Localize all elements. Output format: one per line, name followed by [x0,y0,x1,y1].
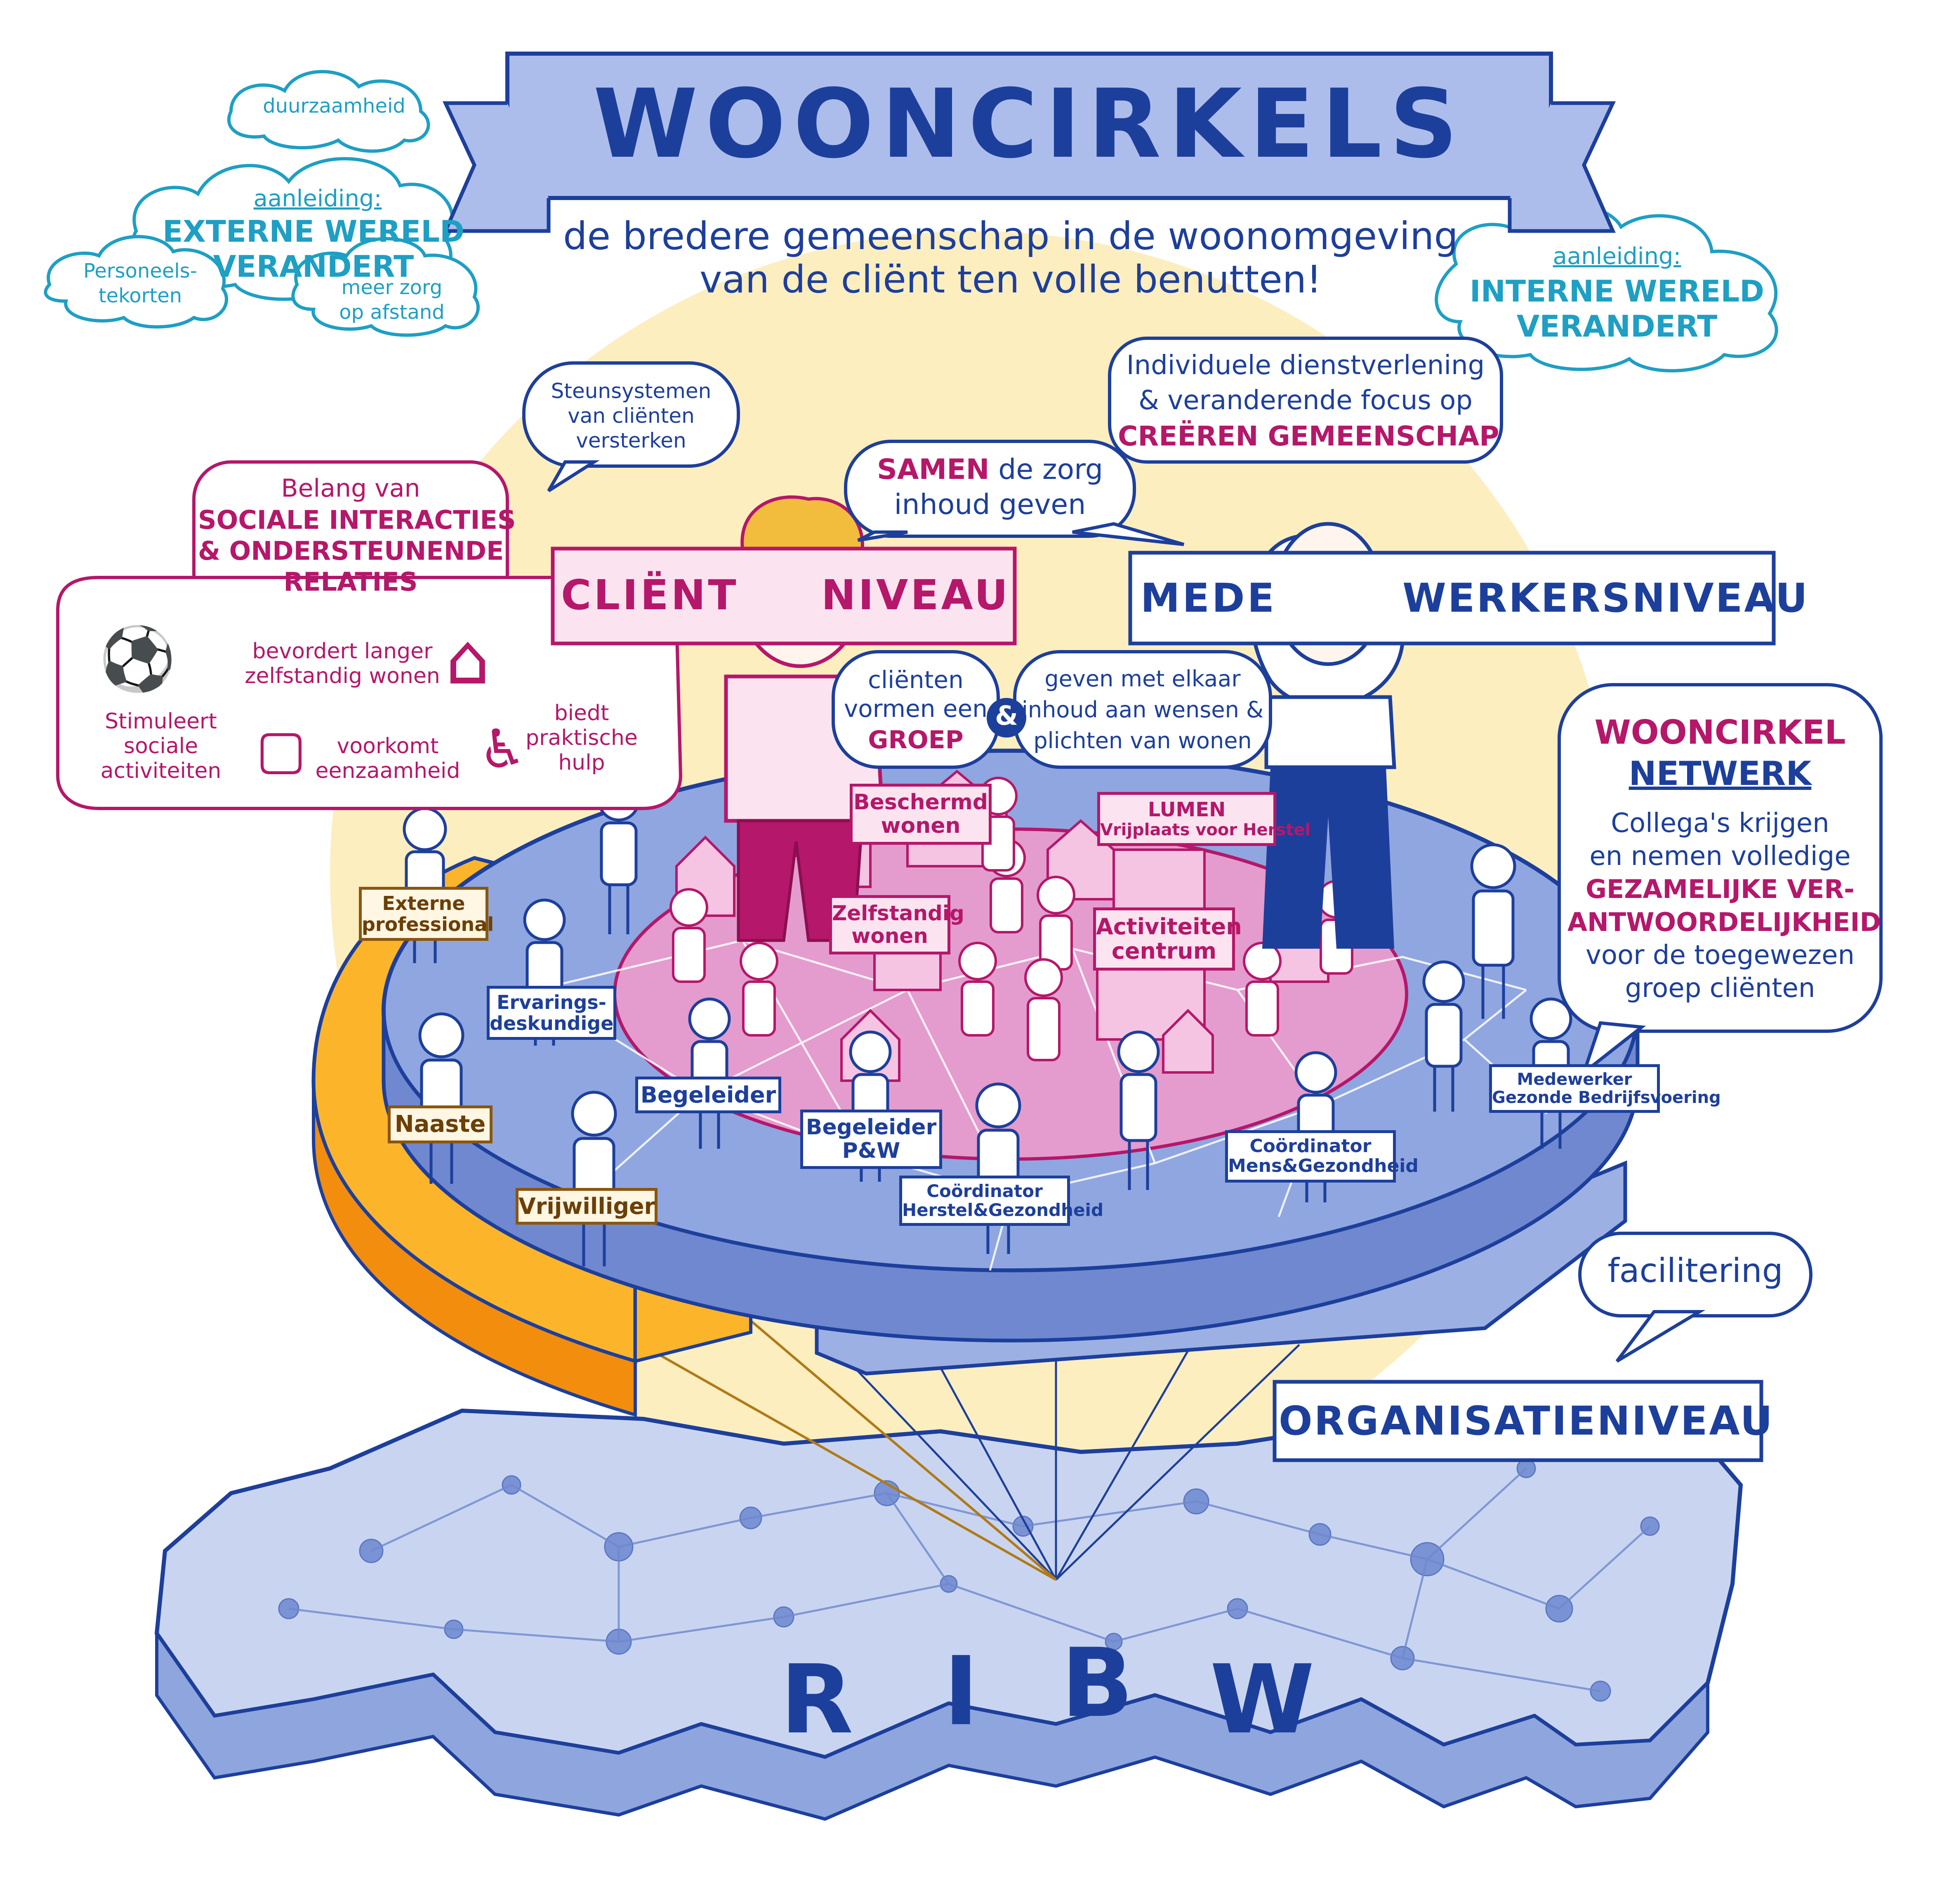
benefit-d-2: praktische [526,726,638,750]
cloud-personeel-line-1: Personeels- [83,259,198,283]
staff-banner-left: MEDE [1140,575,1277,621]
network-line-2: en nemen volledige [1589,841,1851,872]
steun-line-2: van cliënten [568,404,695,428]
sign-ervaringsdeskundige: Ervarings-deskundige [487,986,616,1040]
benefit-a-1: Stimuleert [105,709,217,734]
client-banner-left: CLIËNT [561,571,739,619]
ribw-letter-r: R [780,1645,853,1755]
network-line-1: Collega's krijgen [1611,808,1829,839]
sign-vrijwilliger: Vrijwilliger [516,1188,658,1225]
photo-frame-icon: ▢ [256,718,306,780]
sociaal-bold-3: RELATIES [283,567,418,597]
steun-line-1: Steunsystemen [551,379,712,403]
subtitle-line-2: van de cliënt ten volle benutten! [699,257,1322,302]
client-banner [551,547,1017,646]
inhoud-line-3: plichten van wonen [1033,728,1252,754]
benefit-c-1: voorkomt [337,734,439,759]
wheelchair-icon: ♿ [478,718,527,780]
ampersand-label: & [995,701,1018,731]
individueel-bold: CREËREN GEMEENSCHAP [1118,420,1499,452]
cloud-external-label: aanleiding: [253,185,382,212]
individueel-line-1: Individuele dienstverlening [1126,350,1485,381]
sociaal-bold-1: SOCIALE INTERACTIES [198,505,516,535]
sign-naaste: Naaste [388,1105,493,1143]
benefit-a-3: activiteiten [100,759,222,783]
cloud-duurzaamheid: duurzaamheid [263,94,405,118]
samen-bold: SAMEN [877,453,990,486]
subtitle-line-1: de bredere gemeenschap in de woonomgevin… [563,214,1458,258]
cloud-zorg-line-1: meer zorg [341,276,443,299]
sign-begeleider: Begeleider [635,1077,781,1114]
cloud-internal-label: aanleiding: [1553,243,1681,270]
cloud-zorg-line-2: op afstand [339,301,445,324]
outer-ring-edge [312,1080,637,1417]
facilitering-label: facilitering [1607,1251,1783,1290]
network-title-2: NETWERK [1629,754,1812,793]
sociaal-bold-2: & ONDERSTEUNENDE [198,536,504,566]
individueel-line-2: & veranderende focus op [1138,385,1473,416]
cloud-external-line-2: VERANDERT [213,249,414,284]
network-bold-1: GEZAMELIJKE VER- [1586,874,1855,904]
ribw-letter-w: W [1210,1645,1315,1755]
inhoud-line-1: geven met elkaar [1044,666,1241,692]
benefit-b-1: bevordert langer [252,639,433,664]
cloud-internal-line-1: INTERNE WERELD [1469,274,1765,309]
network-bold-2: ANTWOORDELIJKHEID [1567,907,1881,937]
ribw-letter-i: I [943,1637,979,1747]
network-title-1: WOONCIRKEL [1594,713,1846,752]
ampersand-circle [987,698,1026,738]
benefit-c-2: eenzaamheid [315,759,460,783]
sociaal-line-1: Belang van [281,474,420,503]
staff-banner-right: WERKERSNIVEAU [1402,575,1809,621]
speech-bubbles [522,337,1883,1363]
staff-banner [1128,551,1776,646]
benefit-d-1: biedt [554,701,609,726]
benefit-d-3: hulp [558,750,605,775]
steun-line-3: versterken [576,429,686,452]
samen-rest: de zorg [998,453,1103,486]
groep-line-2: vormen een [844,695,988,723]
benefit-a-2: sociale [123,734,198,759]
cloud-personeel-line-2: tekorten [98,284,182,307]
ribw-map-edge [155,1628,1709,1821]
groep-line-1: cliënten [868,666,964,694]
people-soccer-icon: ⚽ [99,623,176,695]
organisation-banner [1273,1380,1763,1462]
benefit-b-2: zelfstandig wonen [245,664,440,688]
organisation-banner-label: ORGANISATIENIVEAU [1279,1398,1774,1444]
ribw-letter-b: B [1061,1628,1134,1739]
clouds [44,70,1778,372]
cloud-internal-line-2: VERANDERT [1516,309,1718,344]
house-icon: ⌂ [445,619,490,700]
client-banner-right: NIVEAU [821,571,1011,619]
cloud-external-line-1: EXTERNE WERELD [163,214,464,249]
inhoud-line-2: inhoud aan wensen & [1021,697,1264,723]
network-line-4: groep cliënten [1625,973,1815,1004]
page-title: WOONCIRKELS [593,69,1466,179]
samen-line-2: inhoud geven [894,488,1086,521]
network-line-3: voor de toegewezen [1585,940,1855,971]
groep-bold: GROEP [868,726,964,754]
